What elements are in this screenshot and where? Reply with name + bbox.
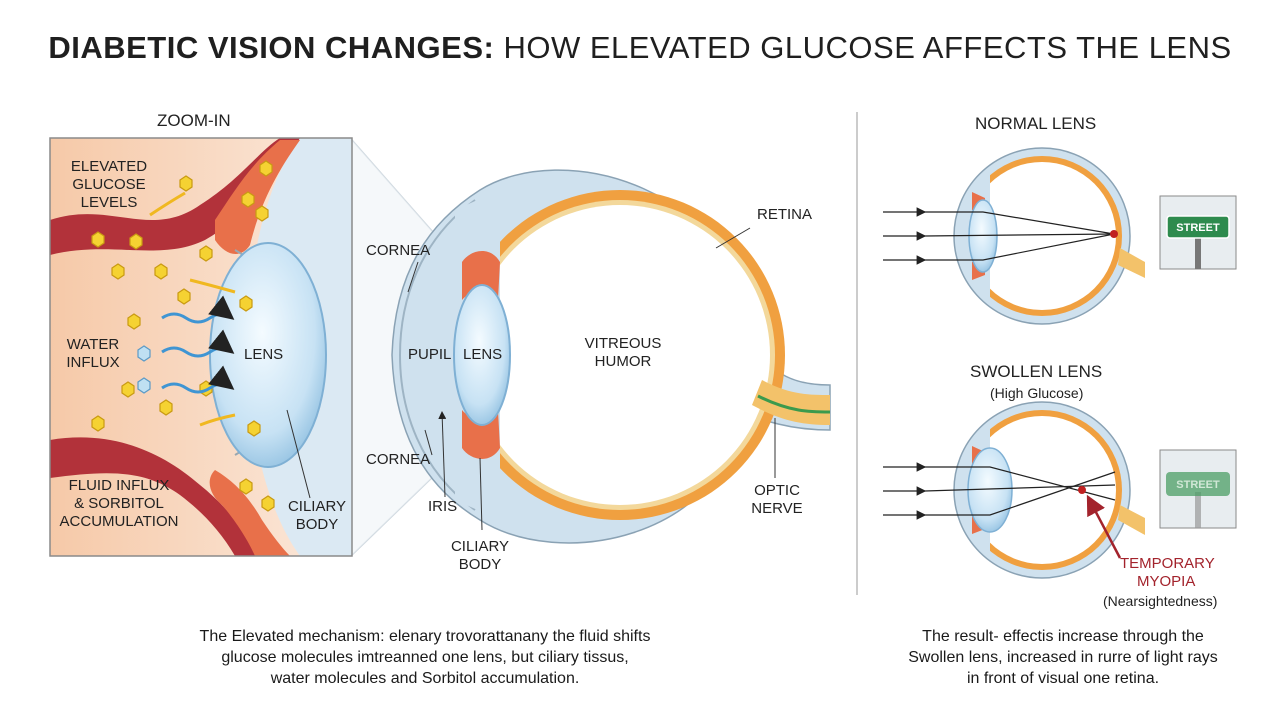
normal-sign-text: STREET <box>1176 222 1220 234</box>
normal-focus-point <box>1110 230 1118 238</box>
ciliary-tissue-top <box>215 140 300 255</box>
optic-nerve-label: OPTIC NERVE <box>748 482 806 518</box>
swollen-sign-text: STREET <box>1176 479 1220 491</box>
fluid-label-line3: ACCUMULATION <box>59 513 179 530</box>
fluid-label: FLUID INFLUX & SORBITOL ACCUMULATION <box>54 477 184 531</box>
cornea-bottom-label: CORNEA <box>366 451 431 468</box>
main-ciliary-line2: BODY <box>458 556 502 573</box>
optic-line1: OPTIC <box>754 482 800 499</box>
normal-sign-board <box>1166 215 1230 239</box>
water-label-line1: WATER <box>66 336 120 353</box>
ciliary-tissue-bottom <box>209 470 290 556</box>
water-arrows <box>161 295 235 394</box>
caption-right-line2: Swollen lens, increased in rurre of ligh… <box>908 649 1218 666</box>
zoom-ciliary-label: CILIARY BODY <box>284 498 350 534</box>
blood-vessel-top <box>50 138 300 255</box>
iris-label: IRIS <box>428 498 458 515</box>
blood-vessel-bottom <box>50 437 260 556</box>
caption-right-line1: The result- effectis increase through th… <box>922 628 1204 645</box>
swollen-eye <box>883 401 1237 579</box>
normal-eye <box>883 147 1237 325</box>
main-ciliary-label: CILIARY BODY <box>444 538 516 574</box>
glucose-label-line3: LEVELS <box>80 194 138 211</box>
cornea-top-label: CORNEA <box>366 242 431 259</box>
swollen-sign-board <box>1166 472 1230 496</box>
zoom-ciliary-line2: BODY <box>295 516 339 533</box>
main-vitreous <box>470 205 770 505</box>
glucose-label: ELEVATED GLUCOSE LEVELS <box>66 158 152 212</box>
fluid-label-line2: & SORBITOL <box>74 495 164 512</box>
title-regular: HOW ELEVATED GLUCOSE AFFECTS THE LENS <box>503 30 1232 65</box>
zoom-lens <box>209 242 327 468</box>
caption-right: The result- effectis increase through th… <box>868 626 1258 689</box>
myopia-arrow <box>1086 494 1122 559</box>
pupil-label: PUPIL <box>408 346 452 363</box>
caption-left-line2: glucose molecules imtreanned one lens, b… <box>221 649 629 666</box>
glucose-molecules <box>91 160 275 512</box>
title-bold: DIABETIC VISION CHANGES: <box>48 30 495 65</box>
vitreous-line2: HUMOR <box>594 353 652 370</box>
swollen-lens-heading: SWOLLEN LENS <box>970 362 1103 381</box>
water-molecules <box>137 345 151 394</box>
optic-nerve <box>752 380 830 425</box>
optic-line2: NERVE <box>751 500 803 517</box>
main-cornea <box>398 199 476 511</box>
zoom-ciliary-line1: CILIARY <box>287 498 347 515</box>
water-label: WATER INFLUX <box>60 336 126 372</box>
myopia-label-line3: (Nearsightedness) <box>1103 593 1218 609</box>
vitreous-label: VITREOUS HUMOR <box>576 335 670 371</box>
glucose-label-line2: GLUCOSE <box>72 176 146 193</box>
glucose-arrows <box>149 191 236 427</box>
caption-left-line1: The Elevated mechanism: elenary trovorat… <box>199 628 651 645</box>
main-ciliary-line1: CILIARY <box>450 538 510 555</box>
vitreous-line1: VITREOUS <box>584 335 662 352</box>
glucose-label-line1: ELEVATED <box>70 158 148 175</box>
retina-label: RETINA <box>757 206 813 223</box>
zoom-lens-label: LENS <box>244 346 284 363</box>
page-title: DIABETIC VISION CHANGES: HOW ELEVATED GL… <box>0 30 1280 66</box>
fluid-label-line1: FLUID INFLUX <box>68 477 170 494</box>
caption-right-line3: in front of visual one retina. <box>966 670 1160 687</box>
caption-left-line3: water molecules and Sorbitol accumulatio… <box>270 670 580 687</box>
main-lens <box>453 284 511 426</box>
caption-left: The Elevated mechanism: elenary trovorat… <box>150 626 700 689</box>
water-label-line2: INFLUX <box>66 354 120 371</box>
swollen-focus-point <box>1078 486 1086 494</box>
swollen-lens-sub: (High Glucose) <box>990 385 1084 401</box>
zoom-frame <box>49 137 353 557</box>
main-eye <box>391 169 831 544</box>
myopia-label-line1: TEMPORARY <box>1120 555 1215 572</box>
zoom-heading: ZOOM-IN <box>157 111 231 130</box>
main-lens-label: LENS <box>463 346 503 363</box>
normal-lens-heading: NORMAL LENS <box>975 114 1097 133</box>
myopia-label-line2: MYOPIA <box>1137 573 1196 590</box>
